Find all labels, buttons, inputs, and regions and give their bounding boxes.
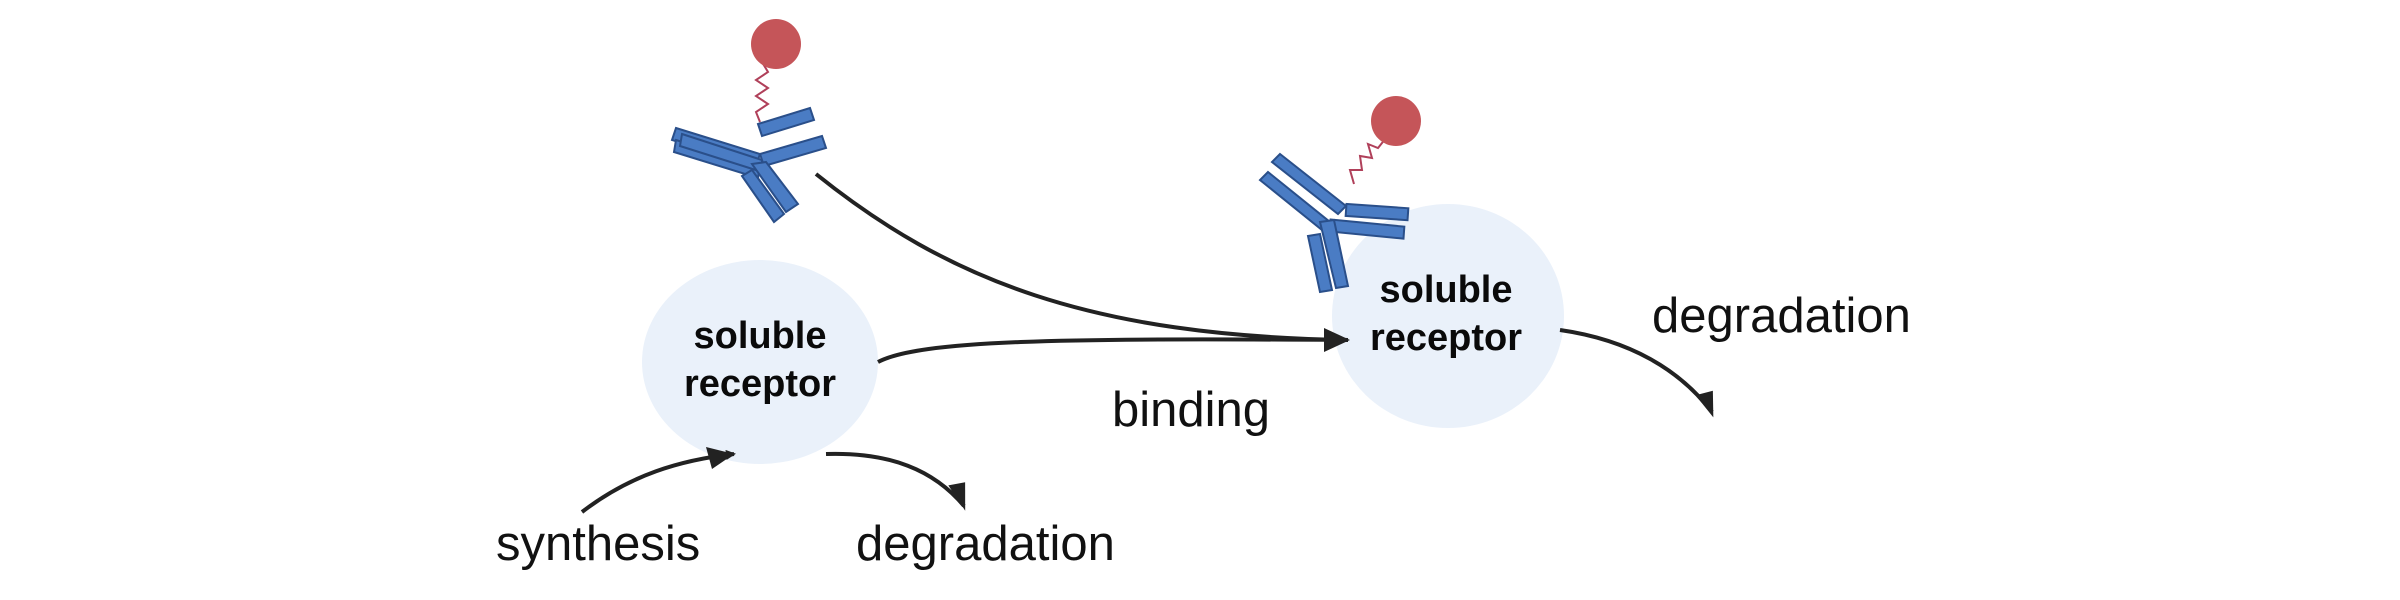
- degradation-left-arrowhead: [948, 482, 966, 511]
- linker-right: [1348, 137, 1387, 185]
- ligand-icon: [751, 19, 801, 69]
- soluble-receptor-left-label: soluble receptor: [660, 312, 860, 408]
- binding-arrowhead: [1324, 328, 1350, 352]
- soluble-receptor-right-circle: [1332, 204, 1564, 428]
- soluble-receptor-left-line1: soluble: [693, 315, 827, 357]
- degradation-right-label: degradation: [1652, 289, 1911, 343]
- linker-left: [754, 61, 770, 123]
- ligand-bound-icon: [1371, 96, 1421, 146]
- antibody-icon: [670, 106, 828, 224]
- soluble-receptor-right-line1: soluble: [1379, 269, 1513, 311]
- soluble-receptor-right-label: soluble receptor: [1346, 266, 1546, 362]
- binding-arrow: [877, 337, 1349, 364]
- binding-label: binding: [1112, 383, 1271, 437]
- synthesis-label: synthesis: [496, 517, 701, 571]
- degradation-left-arrow: [825, 451, 966, 508]
- soluble-receptor-right-line2: receptor: [1369, 317, 1523, 359]
- degradation-left-label: degradation: [856, 517, 1115, 571]
- soluble-receptor-left-line2: receptor: [683, 363, 837, 405]
- antibody-bound-icon: [1258, 152, 1410, 294]
- synthesis-arrowhead: [706, 447, 734, 469]
- antibody-binding-arrow: [814, 172, 1349, 342]
- degradation-right-arrowhead: [1695, 390, 1714, 418]
- soluble-receptor-left-circle: [642, 260, 878, 464]
